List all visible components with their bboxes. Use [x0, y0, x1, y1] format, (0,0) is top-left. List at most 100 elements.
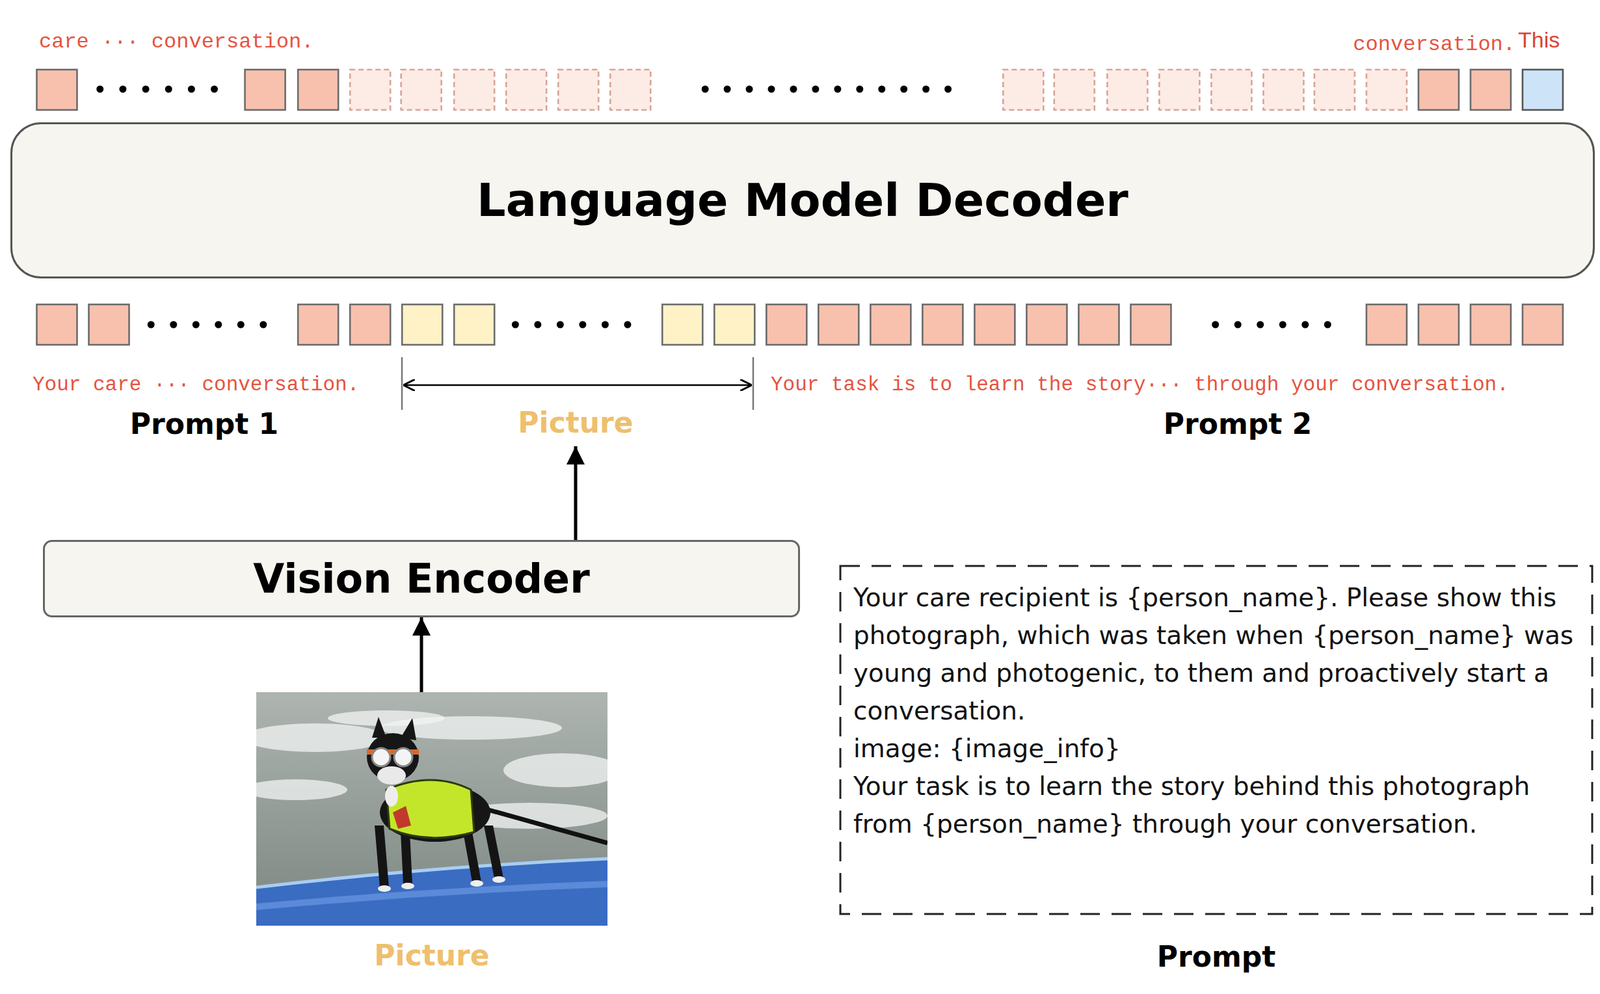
photo-part: [400, 831, 413, 885]
token-square: [1130, 304, 1171, 345]
photo-part: [256, 883, 608, 907]
ellipsis-dot: [723, 85, 732, 94]
token-text: Your care ··· conversation.: [32, 373, 360, 397]
photo-part: [256, 779, 348, 800]
token-square: [610, 69, 651, 110]
photo-part: [327, 710, 445, 726]
node-text: image: {image_info}: [853, 729, 1580, 768]
node-text: Vision Encoder: [253, 554, 590, 603]
token-square: [1314, 69, 1355, 110]
ellipsis-dot: [789, 85, 797, 94]
photo-part: [377, 885, 391, 892]
token-square: [349, 69, 391, 110]
ellipsis-dot: [768, 85, 776, 94]
picture-token-group: Picture: [390, 299, 761, 447]
token-square: [297, 69, 339, 110]
ellipsis-dot: [922, 85, 930, 94]
photo-part: [394, 747, 413, 767]
ellipsis-dot: [533, 321, 542, 329]
ellipsis-dot: [210, 85, 218, 94]
node-text: Your task is to learn the story behind t…: [853, 767, 1580, 843]
photo-part: [256, 723, 387, 752]
token-square: [662, 304, 703, 345]
photo-part: [374, 825, 389, 888]
token-square: [401, 304, 443, 345]
encoder-box: Vision Encoder: [42, 539, 800, 618]
dashed-outline: [840, 565, 1593, 914]
token-square: [558, 69, 599, 110]
token-square: [1522, 69, 1563, 110]
photo-part: [401, 882, 415, 890]
photo-part: [492, 876, 506, 883]
ellipsis-dot: [169, 321, 177, 329]
ellipsis-dot: [1234, 321, 1242, 329]
ellipsis-dot: [1324, 321, 1332, 329]
prompt-box: Your care recipient is {person_name}. Pl…: [839, 564, 1594, 916]
flow-arrow: [574, 446, 578, 540]
ellipsis-dot: [192, 321, 200, 329]
token-square: [1002, 69, 1044, 110]
photo-part: [503, 753, 608, 787]
token-square: [297, 304, 339, 345]
token-square: [1159, 69, 1200, 110]
token-square: [89, 304, 130, 345]
ellipsis-dot: [878, 85, 886, 94]
photo-part: [386, 779, 475, 838]
ellipsis-dot: [214, 321, 222, 329]
token-square: [1263, 69, 1304, 110]
token-square: [1078, 304, 1119, 345]
token-square: [1418, 69, 1459, 110]
ellipsis-dot: [578, 321, 587, 329]
ellipsis-dot: [1256, 321, 1264, 329]
token-square: [922, 304, 963, 345]
node-text: Language Model Decoder: [476, 173, 1129, 227]
ellipsis-dot: [187, 85, 196, 94]
ellipsis-dot: [259, 321, 267, 329]
photo-part: [385, 785, 399, 807]
decoder-box: Language Model Decoder: [10, 122, 1595, 279]
ellipsis-dot: [1211, 321, 1219, 329]
ellipsis-dot: [601, 321, 609, 329]
token-square: [1470, 304, 1511, 345]
token-text: care ··· conversation.: [39, 29, 314, 54]
token-square: [1418, 304, 1459, 345]
ellipsis-dot: [623, 321, 631, 329]
span-arrow: [404, 384, 751, 387]
token-square: [36, 69, 77, 110]
photo-part: [377, 766, 406, 785]
token-square: [1026, 304, 1067, 345]
section-label: Prompt 2: [1163, 407, 1313, 441]
token-square: [974, 304, 1015, 345]
photo-part: [463, 831, 482, 882]
caption-heading: Prompt: [839, 939, 1594, 974]
token-square: [453, 69, 495, 110]
token-square: [1366, 69, 1407, 110]
ellipsis-dot: [811, 85, 819, 94]
ellipsis-dot: [1279, 321, 1287, 329]
photo-part: [256, 858, 608, 926]
ellipsis-dot: [147, 321, 155, 329]
token-square: [349, 304, 391, 345]
ellipsis-dot: [165, 85, 173, 94]
token-square: [766, 304, 807, 345]
ellipsis-dot: [855, 85, 864, 94]
photo-part: [392, 805, 412, 829]
flow-arrow: [420, 617, 424, 693]
node-text: Picture: [256, 938, 608, 973]
ellipsis-dot: [556, 321, 564, 329]
token-square: [401, 69, 442, 110]
node-text: Your care recipient is {person_name}. Pl…: [853, 578, 1580, 730]
photo-part: [372, 747, 391, 767]
token-text: conversation.: [1352, 32, 1516, 57]
token-square: [1366, 304, 1407, 345]
token-square: [245, 69, 286, 110]
ellipsis-dot: [96, 85, 104, 94]
token-square: [36, 304, 77, 345]
dog-photo: [256, 692, 608, 926]
token-square: [1054, 69, 1095, 110]
photo-frame: Picture: [256, 692, 608, 926]
photo-part: [470, 880, 484, 887]
token-square: [1522, 304, 1563, 345]
ellipsis-dot: [511, 321, 520, 329]
